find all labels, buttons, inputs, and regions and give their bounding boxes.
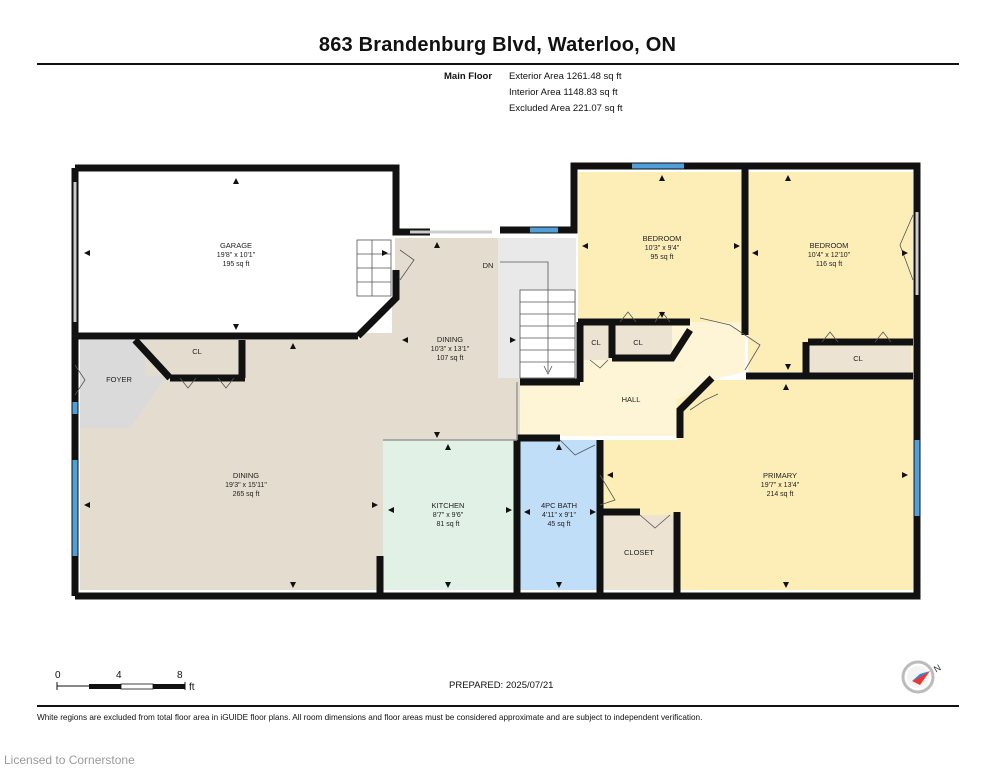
dining-main-dims: 19'3" x 15'11": [225, 482, 267, 489]
garage-name: GARAGE: [220, 241, 252, 250]
bath-dims: 4'11" x 9'1": [542, 512, 576, 519]
garage-area-text: 195 sq ft: [223, 261, 250, 268]
dining-main-area-text: 265 sq ft: [233, 491, 260, 498]
license-watermark: Licensed to Cornerstone: [4, 753, 135, 767]
bath-name: 4PC BATH: [541, 501, 577, 510]
primary-name: PRIMARY: [763, 471, 797, 480]
cl-hall-a-area: [582, 325, 610, 360]
compass-icon: N: [901, 660, 943, 694]
exterior-area: Exterior Area 1261.48 sq ft: [509, 71, 622, 82]
interior-area: Interior Area 1148.83 sq ft: [509, 87, 618, 98]
stairs: [498, 238, 576, 379]
bath-area: [520, 440, 600, 590]
dining-upper-area-text: 107 sq ft: [437, 355, 464, 362]
scale-unit: ft: [189, 682, 195, 693]
closet-area: [602, 515, 676, 590]
scale-label-8: 8: [177, 670, 183, 681]
windows: [72, 163, 920, 556]
bedroom1-dims: 10'3" x 9'4": [645, 245, 680, 252]
garage-dims: 19'8" x 10'1": [217, 252, 256, 259]
bath-area-text: 45 sq ft: [548, 521, 571, 528]
kitchen-name: KITCHEN: [432, 501, 465, 510]
dining-upper-name: DINING: [437, 335, 463, 344]
excluded-area: Excluded Area 221.07 sq ft: [509, 103, 623, 114]
kitchen-area: [383, 440, 518, 590]
cl-hall-a-name: CL: [591, 338, 601, 347]
page-title: 863 Brandenburg Blvd, Waterloo, ON: [318, 34, 677, 56]
bedroom2-dims: 10'4" x 12'10": [808, 252, 851, 259]
scale-label-0: 0: [55, 670, 61, 681]
cl-foyer-name: CL: [192, 347, 202, 356]
primary-area-text: 214 sq ft: [767, 491, 794, 498]
garage-area: [80, 175, 392, 333]
dining-main-name: DINING: [233, 471, 259, 480]
svg-text:N: N: [932, 662, 943, 674]
dining-main-area: [80, 238, 520, 590]
floor-name: Main Floor: [444, 71, 493, 82]
kitchen-dims: 8'7" x 9'6": [433, 512, 464, 519]
kitchen-area-text: 81 sq ft: [437, 521, 460, 528]
dining-upper-dims: 10'3" x 13'1": [431, 346, 470, 353]
primary-dims: 19'7" x 13'4": [761, 482, 800, 489]
closet-name: CLOSET: [624, 548, 654, 557]
scale-bar: [56, 682, 186, 690]
bedroom2-name: BEDROOM: [810, 241, 849, 250]
foyer-area: [80, 340, 165, 428]
footer-rule: [37, 705, 959, 707]
header-rule: [37, 63, 959, 65]
cl-bed2-name: CL: [853, 354, 863, 363]
stairs-label: DN: [483, 261, 494, 270]
garage-steps: [356, 239, 392, 297]
doors: [74, 214, 914, 529]
cl-hall-b-name: CL: [633, 338, 643, 347]
bedroom1-area: [578, 172, 743, 322]
hall-name: HALL: [622, 395, 641, 404]
prepared-date: PREPARED: 2025/07/21: [449, 680, 554, 691]
cl-bed2-area: [808, 342, 911, 374]
bedroom1-area-text: 95 sq ft: [651, 254, 674, 261]
thin-walls: [383, 382, 518, 441]
dimension-markers: [84, 175, 908, 588]
cl-hall-b-area: [612, 325, 672, 355]
hall-area: [520, 322, 745, 436]
bedroom2-area-text: 116 sq ft: [816, 261, 842, 268]
scale-label-4: 4: [116, 670, 122, 681]
footnote: White regions are excluded from total fl…: [37, 713, 703, 722]
window-openings: [73, 182, 919, 322]
foyer-name: FOYER: [106, 375, 132, 384]
bedroom1-name: BEDROOM: [643, 234, 682, 243]
